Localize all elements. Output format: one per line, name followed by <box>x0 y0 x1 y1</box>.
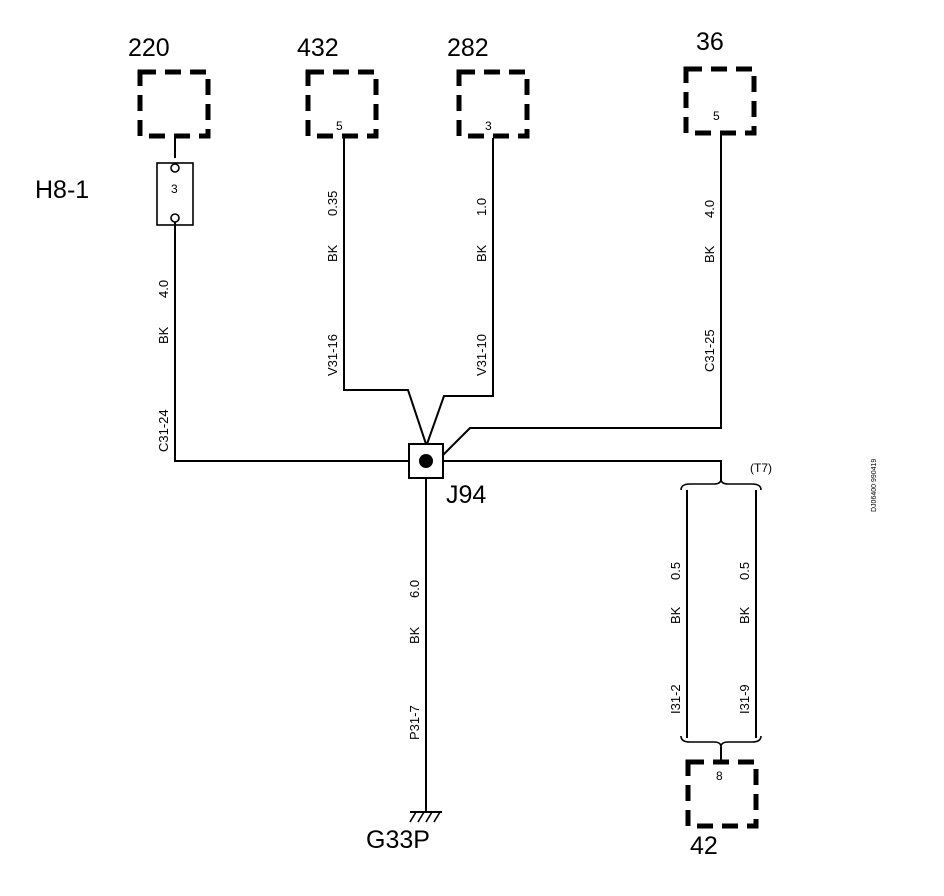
fuse-terminal-top <box>170 163 180 173</box>
connector-432[interactable] <box>305 69 379 139</box>
connector-220-label: 220 <box>128 34 170 62</box>
wire-v31-10-circuit: V31-10 <box>474 334 489 376</box>
connector-42[interactable] <box>685 759 759 829</box>
connector-432-pin: 5 <box>336 119 343 133</box>
wire-v31-16-size: 0.35 <box>325 191 340 216</box>
wire-c31-25-size: 4.0 <box>702 200 717 218</box>
splice-label: J94 <box>446 481 486 509</box>
connector-36[interactable] <box>683 66 757 136</box>
splice-dot <box>419 454 433 468</box>
shield-bracket-bottom <box>680 735 762 748</box>
connector-282-label: 282 <box>447 34 489 62</box>
wire-c31-24 <box>174 222 410 462</box>
fuse-terminal-bottom <box>170 213 180 223</box>
wire-p31-7-circuit: P31-7 <box>407 705 422 740</box>
wire-c31-24-color: BK <box>156 326 171 344</box>
connector-282-pin: 3 <box>485 119 492 133</box>
wire-v31-16 <box>343 138 427 445</box>
wire-i31-9-color: BK <box>737 606 752 624</box>
wire-c31-25-circuit: C31-25 <box>702 329 717 372</box>
connector-220[interactable] <box>137 69 211 139</box>
connector-36-pin: 5 <box>713 109 720 123</box>
connector-42-pin: 8 <box>716 769 723 783</box>
wire-v31-16-color: BK <box>325 244 340 262</box>
fuse-label: H8-1 <box>35 176 89 204</box>
shield-bracket-top <box>680 478 762 491</box>
fuse-value: 3 <box>171 182 178 196</box>
connector-282[interactable] <box>456 69 530 139</box>
ground-label: G33P <box>366 826 430 854</box>
wire-i31-2-size: 0.5 <box>668 562 683 580</box>
wire-i31-2-circuit: I31-2 <box>668 684 683 714</box>
connector-432-label: 432 <box>297 34 339 62</box>
ground-symbol-icon <box>409 811 442 823</box>
connector-36-label: 36 <box>696 28 724 56</box>
wire-i31-9-size: 0.5 <box>737 562 752 580</box>
wire-c31-24-size: 4.0 <box>156 280 171 298</box>
connector-42-label: 42 <box>690 832 718 860</box>
wire-p31-7-color: BK <box>407 626 422 644</box>
wire-v31-16-circuit: V31-16 <box>325 334 340 376</box>
wire-c31-24-circuit: C31-24 <box>156 409 171 452</box>
wire-c31-25-color: BK <box>702 245 717 263</box>
wire-v31-10-color: BK <box>474 244 489 262</box>
document-id: DJ06400 990419 <box>871 459 878 512</box>
shield-label: (T7) <box>750 461 772 475</box>
wire-c31-25 <box>439 135 722 459</box>
wire-i31-2-color: BK <box>668 606 683 624</box>
wire-i31-9-circuit: I31-9 <box>737 684 752 714</box>
wire-v31-10-size: 1.0 <box>474 198 489 216</box>
wire-v31-10 <box>426 138 494 445</box>
wire-p31-7-size: 6.0 <box>407 580 422 598</box>
wire-splice-to-shield <box>443 460 722 481</box>
